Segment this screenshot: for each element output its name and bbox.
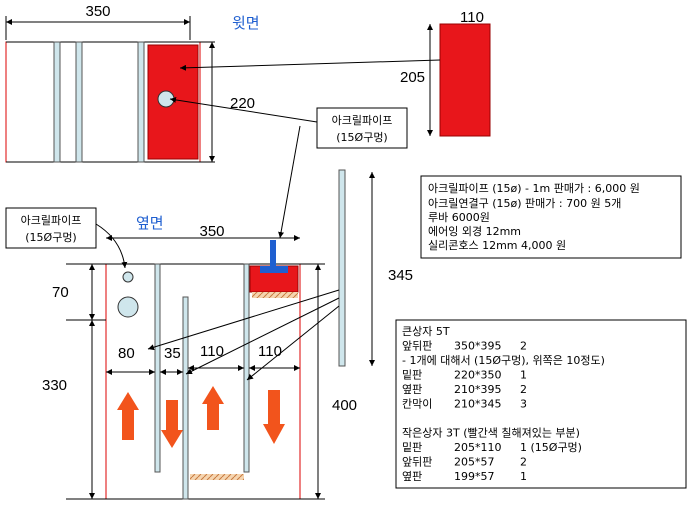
parts-row-10-col-0: 옆판: [402, 470, 422, 483]
callout-side-line1: 아크릴파이프: [21, 214, 82, 227]
parts-row-4-col-2: 2: [520, 383, 527, 396]
price-line-2: 아크릴연결구 (15ø) 판매가 : 700 원 5개: [428, 197, 621, 210]
parts-row-8-col-1: 205*110: [454, 441, 502, 454]
side-small-bubble: [122, 271, 134, 283]
side-divider-2: [182, 296, 189, 500]
parts-row-9-col-2: 2: [520, 456, 527, 469]
callout-side: 아크릴파이프 (15Ø구멍): [5, 207, 128, 269]
parts-row-10-col-2: 1: [520, 470, 527, 483]
price-line-3: 루바 6000원: [428, 211, 490, 224]
side-pipe-hole: [117, 296, 139, 318]
divider-345-label: 345: [388, 267, 413, 284]
parts-row-4-col-0: 옆판: [402, 383, 422, 396]
flow-up-arrow-1: [117, 392, 139, 440]
flow-down-arrow-1: [161, 400, 183, 448]
side-divider-3: [243, 263, 250, 473]
parts-row-10-col-1: 199*57: [454, 470, 495, 483]
parts-row-4-col-1: 210*395: [454, 383, 502, 396]
callout-top-box: [316, 107, 408, 149]
side-dim-330: 330: [42, 377, 67, 394]
side-dim-110a: 110: [200, 343, 224, 360]
small-red-box: [439, 23, 491, 137]
price-line-1: 아크릴파이프 (15ø) - 1m 판매가 : 6,000 원: [428, 182, 640, 195]
parts-list-box: 큰상자 5T 앞뒤판 350*395 2 - 1개에 대해서 (15Ø구멍), 위쪽은…: [395, 319, 687, 489]
side-dim-70: 70: [52, 284, 69, 301]
divider-345: [338, 169, 346, 367]
flow-up-arrow-2: [202, 386, 224, 430]
callout-side-box: [5, 207, 97, 249]
parts-row-8-col-0: 밑판: [402, 441, 422, 454]
parts-row-5-col-2: 3: [520, 398, 527, 411]
parts-row-1-col-1: 350*395: [454, 340, 502, 353]
side-bottom-hatch: [190, 474, 244, 480]
parts-row-1-col-0: 앞뒤판: [402, 340, 432, 353]
parts-row-1-col-2: 2: [520, 340, 527, 353]
parts-row-0-col-0: 큰상자 5T: [402, 325, 450, 338]
side-dim-110b: 110: [258, 343, 282, 360]
top-view-title: 윗면: [232, 14, 260, 32]
t-fitting-bar: [260, 266, 288, 273]
side-view-title: 옆면: [136, 214, 164, 232]
parts-row-8-col-2: 1 (15Ø구멍): [520, 441, 582, 454]
price-info-box: 아크릴파이프 (15ø) - 1m 판매가 : 6,000 원 아크릴연결구 (…: [420, 175, 682, 259]
side-dim-400: 400: [332, 397, 357, 414]
side-divider-1: [154, 263, 161, 473]
callout-top: 아크릴파이프 (15Ø구멍): [169, 96, 408, 239]
parts-row-3-col-0: 밑판: [402, 369, 422, 382]
side-dim-80: 80: [118, 345, 135, 362]
parts-row-9-col-0: 앞뒤판: [402, 456, 432, 469]
top-divider-1: [53, 41, 61, 163]
price-line-5: 실리콘호스 12mm 4,000 원: [428, 239, 566, 252]
flow-down-arrow-2: [263, 390, 285, 444]
side-width-label: 350: [199, 223, 224, 240]
side-dim-35: 35: [164, 345, 181, 362]
parts-row-3-col-2: 1: [520, 369, 527, 382]
top-view: 350 윗면 220: [5, 3, 260, 163]
side-tank-outline: [105, 263, 301, 500]
side-view: 옆면 350 70 330 80 35 110: [42, 214, 357, 500]
parts-row-9-col-1: 205*57: [454, 456, 495, 469]
loose-divider: 345: [147, 169, 413, 381]
parts-row-5-col-0: 칸막이: [402, 398, 432, 411]
top-width-label: 350: [85, 3, 110, 20]
t-fitting-stem: [270, 240, 276, 268]
small-box-width-label: 110: [460, 9, 484, 26]
callout-side-line2: (15Ø구멍): [25, 231, 76, 244]
top-divider-3: [137, 41, 145, 163]
top-height-label: 220: [230, 95, 255, 112]
parts-row-5-col-1: 210*345: [454, 398, 502, 411]
small-box-view: 110 205: [179, 9, 491, 137]
top-divider-2: [75, 41, 83, 163]
parts-row-7-col-0: 작은상자 3T (빨간색 칠해져있는 부분): [402, 426, 580, 440]
callout-top-line2: (15Ø구멍): [336, 131, 387, 144]
parts-row-3-col-1: 220*350: [454, 369, 502, 382]
small-box-height-label: 205: [400, 69, 425, 86]
parts-row-2-col-0: - 1개에 대해서 (15Ø구멍), 위쪽은 10정도): [402, 353, 605, 367]
side-red-box-base: [252, 292, 298, 298]
callout-top-line1: 아크릴파이프: [332, 114, 393, 127]
price-line-4: 에어잉 외경 12mm: [428, 225, 521, 238]
